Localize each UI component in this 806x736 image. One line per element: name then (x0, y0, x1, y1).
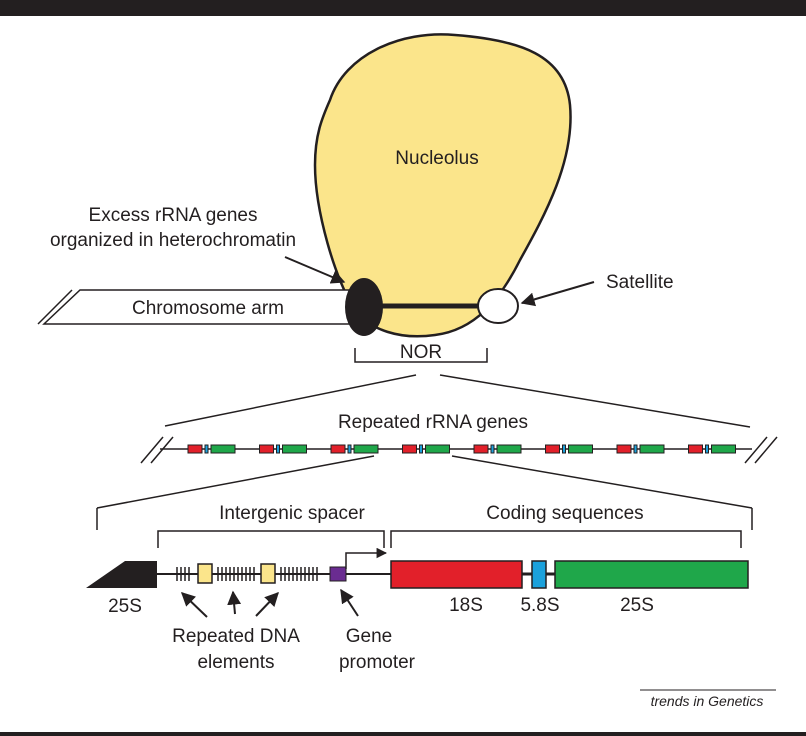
unit-58s (633, 444, 638, 454)
rdna-left-break-1 (140, 436, 164, 464)
promoter-arrow (340, 588, 359, 617)
top-frame-bar (0, 0, 806, 16)
bottom-frame-line (0, 732, 806, 736)
chromosome-break-mark (37, 289, 73, 325)
unit-58s (204, 444, 209, 454)
intergenic-spacer-bracket (157, 530, 385, 548)
repeat-arrow-3 (255, 591, 279, 617)
repeated-dna-element-ticks (176, 567, 318, 581)
unit-58s (490, 444, 495, 454)
unit-25s (425, 444, 450, 454)
unit-25s (711, 444, 736, 454)
repeat-arrow-1 (180, 592, 208, 618)
repeat-element-box-2 (260, 563, 276, 584)
nucleolus-shape (313, 33, 572, 338)
rdna-right-break-2 (754, 436, 778, 464)
left-25s-label: 25S (108, 596, 142, 617)
nor-bracket (354, 348, 488, 363)
unit-18s (616, 444, 632, 454)
transcription-start-arrow (345, 547, 388, 569)
repeat-arrow-2 (227, 590, 242, 615)
satellite-arrow (520, 281, 595, 307)
rdna-left-break-2 (150, 436, 174, 464)
nor-expansion-line-right (439, 374, 751, 428)
unit-25s (282, 444, 307, 454)
repeated-dna-label-line1: Repeated DNA (172, 626, 300, 647)
promoter-label-line1: Gene (346, 626, 392, 647)
unit-18s (473, 444, 489, 454)
unit-25s (639, 444, 665, 454)
excess-rrna-arrow (284, 256, 346, 284)
unit-58s (705, 444, 709, 454)
unit-58s (276, 444, 280, 454)
satellite-body (477, 288, 519, 324)
unit-18s (688, 444, 703, 454)
unit-18s (402, 444, 417, 454)
unit-25s (210, 444, 236, 454)
excess-rrna-label-line2: organized in heterochromatin (50, 230, 296, 251)
rdna-repeat-units (187, 444, 736, 454)
unit-25s (353, 444, 379, 454)
chromosome-arm (42, 289, 365, 325)
coding-sequences-bracket (390, 530, 742, 548)
gene-promoter-box (329, 566, 347, 582)
unit-18s (330, 444, 346, 454)
label-18s: 18S (449, 595, 483, 616)
intergenic-spacer-label: Intergenic spacer (219, 503, 365, 524)
unit-expansion-line-left (96, 455, 375, 509)
unit-18s (545, 444, 560, 454)
gene-18s-block (390, 560, 523, 589)
gene-58s-block (531, 560, 547, 589)
repeat-element-box-1 (197, 563, 213, 584)
unit-18s (187, 444, 203, 454)
gene-25s-block (554, 560, 749, 589)
nor-expansion-line-left (164, 374, 417, 427)
promoter-label-line2: promoter (339, 652, 416, 673)
truncated-25s-block (86, 561, 157, 588)
label-58s: 5.8S (520, 595, 559, 616)
coding-sequences-label: Coding sequences (486, 503, 643, 524)
excess-rrna-label-line1: Excess rRNA genes (89, 205, 258, 226)
repeated-rrna-label: Repeated rRNA genes (338, 412, 528, 433)
nucleolus-label: Nucleolus (395, 148, 478, 169)
heterochromatin-knob (345, 278, 383, 336)
chromosome-arm-label: Chromosome arm (132, 298, 284, 319)
unit-expansion-line-right (451, 455, 753, 509)
repeated-dna-label-line2: elements (197, 652, 274, 673)
unit-58s (562, 444, 566, 454)
satellite-label: Satellite (606, 272, 674, 293)
nor-label: NOR (400, 342, 442, 363)
label-25s: 25S (620, 595, 654, 616)
unit-25s (568, 444, 593, 454)
unit-18s (259, 444, 274, 454)
unit-25s (496, 444, 522, 454)
unit-58s (419, 444, 423, 454)
unit-58s (347, 444, 352, 454)
credit-label: trends in Genetics (651, 693, 764, 709)
rdna-right-break-1 (744, 436, 768, 464)
